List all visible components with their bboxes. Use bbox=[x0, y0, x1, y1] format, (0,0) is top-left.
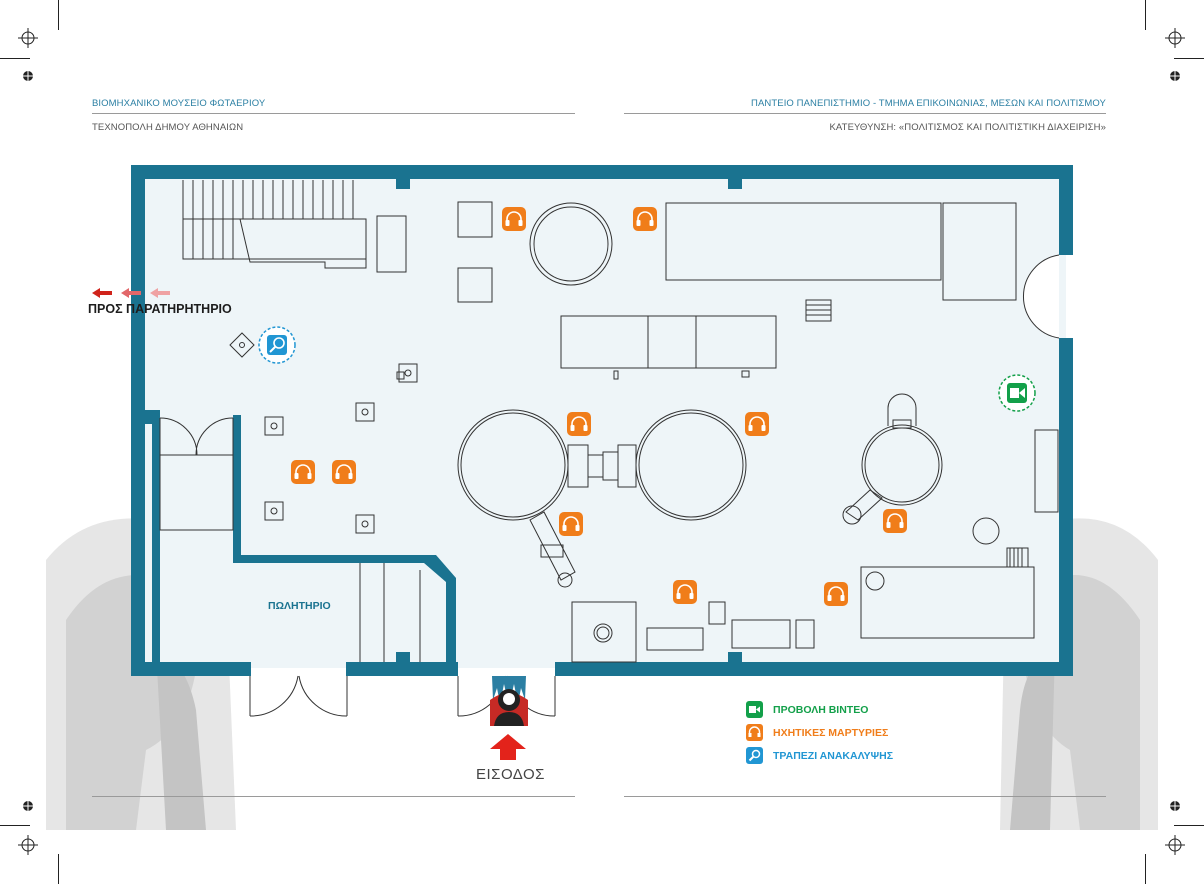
registration-mark-icon bbox=[1165, 28, 1185, 48]
trim-mark bbox=[0, 58, 30, 59]
exit-arrows bbox=[92, 288, 170, 298]
video-camera-icon bbox=[746, 701, 763, 718]
registration-dot-icon bbox=[1165, 796, 1185, 816]
registration-dot-icon bbox=[1165, 66, 1185, 86]
header-left-subtitle: ΤΕΧΝΟΠΟΛΗ ΔΗΜΟΥ ΑΘΗΝΑΙΩΝ bbox=[92, 122, 244, 133]
visitor-bust-icon bbox=[490, 676, 528, 726]
floor-area bbox=[138, 172, 1066, 668]
legend-item-audio: ΗΧΗΤΙΚΕΣ ΜΑΡΤΥΡΙΕΣ bbox=[746, 721, 893, 744]
magnifier-icon bbox=[746, 747, 763, 764]
header-right-title: ΠΑΝΤΕΙΟ ΠΑΝΕΠΙΣΤΗΜΙΟ - ΤΜΗΜΑ ΕΠΙΚΟΙΝΩΝΙΑ… bbox=[751, 98, 1106, 109]
lower-staircase bbox=[359, 563, 421, 662]
entrance-arrow-icon bbox=[490, 734, 526, 760]
legend-item-video: ΠΡΟΒΟΛΗ ΒΙΝΤΕΟ bbox=[746, 698, 893, 721]
trim-mark bbox=[1145, 0, 1146, 30]
trim-mark bbox=[58, 0, 59, 30]
headphones-icon bbox=[746, 724, 763, 741]
discovery-table-marker bbox=[258, 326, 296, 364]
legend-label: ΗΧΗΤΙΚΕΣ ΜΑΡΤΥΡΙΕΣ bbox=[773, 726, 889, 739]
legend-item-discovery: ΤΡΑΠΕΖΙ ΑΝΑΚΑΛΥΨΗΣ bbox=[746, 744, 893, 767]
legend-label: ΠΡΟΒΟΛΗ ΒΙΝΤΕΟ bbox=[773, 703, 869, 716]
footer-right-divider bbox=[624, 796, 1106, 797]
entrance-label: ΕΙΣΟΔΟΣ bbox=[476, 766, 545, 783]
shop-label: ΠΩΛΗΤΗΡΙΟ bbox=[268, 600, 331, 612]
legend-label: ΤΡΑΠΕΖΙ ΑΝΑΚΑΛΥΨΗΣ bbox=[773, 749, 894, 762]
trim-mark bbox=[1145, 854, 1146, 884]
registration-mark-icon bbox=[18, 835, 38, 855]
doors bbox=[159, 254, 1060, 717]
interior-walls bbox=[145, 410, 456, 662]
registration-dot-icon bbox=[18, 66, 38, 86]
registration-mark-icon bbox=[18, 28, 38, 48]
staircase bbox=[182, 180, 407, 273]
footer-left-divider bbox=[92, 796, 575, 797]
registration-mark-icon bbox=[1165, 835, 1185, 855]
trim-mark bbox=[1174, 825, 1204, 826]
registration-dot-icon bbox=[18, 796, 38, 816]
header-left-title: ΒΙΟΜΗΧΑΝΙΚΟ ΜΟΥΣΕΙΟ ΦΩΤΑΕΡΙΟΥ bbox=[92, 98, 266, 109]
trim-mark bbox=[0, 825, 30, 826]
header-right-divider bbox=[624, 113, 1106, 114]
trim-mark bbox=[1174, 58, 1204, 59]
map-legend: ΠΡΟΒΟΛΗ ΒΙΝΤΕΟ ΗΧΗΤΙΚΕΣ ΜΑΡΤΥΡΙΕΣ ΤΡΑΠΕΖ… bbox=[746, 698, 893, 767]
exit-label: ΠΡΟΣ ΠΑΡΑΤΗΡΗΤΗΡΙΟ bbox=[88, 302, 232, 316]
machinery bbox=[229, 201, 1059, 663]
header-left-divider bbox=[92, 113, 575, 114]
trim-mark bbox=[58, 854, 59, 884]
exterior-walls bbox=[131, 165, 1073, 676]
header-right-subtitle: ΚΑΤΕΥΘΥΝΣΗ: «ΠΟΛΙΤΙΣΜΟΣ ΚΑΙ ΠΟΛΙΤΙΣΤΙΚΗ … bbox=[829, 122, 1106, 133]
video-screening-marker bbox=[998, 374, 1036, 412]
